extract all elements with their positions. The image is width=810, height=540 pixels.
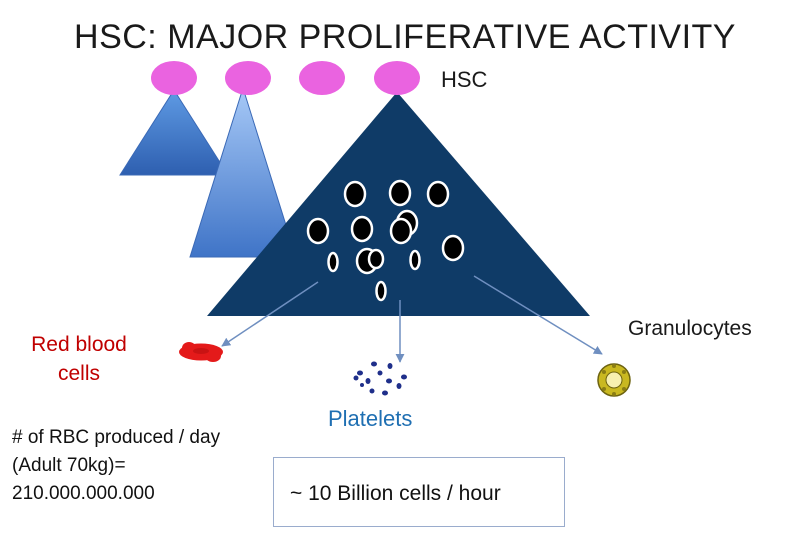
- platelets-label: Platelets: [328, 406, 413, 431]
- granulocytes-label: Granulocytes: [628, 317, 752, 340]
- progenitor-cell: [343, 180, 367, 208]
- arrow-to-rbc: [221, 281, 319, 347]
- rbc-production-text: # of RBC produced / day (Adult 70kg)= 21…: [12, 427, 221, 504]
- progenitor-cell: [441, 234, 465, 262]
- progenitor-cell: [409, 249, 421, 271]
- hsc-label: HSC: [441, 67, 488, 92]
- platelets-icon: [353, 361, 407, 396]
- progenitor-cell: [389, 217, 413, 245]
- progenitor-cell: [306, 217, 330, 245]
- page-title: HSC: MAJOR PROLIFERATIVE ACTIVITY: [74, 18, 736, 56]
- red-blood-cells-label: Red blood cells: [31, 333, 127, 385]
- production-rate-text: ~ 10 Billion cells / hour: [290, 482, 501, 505]
- progenitor-cell: [350, 215, 374, 243]
- lineage-pyramid-back: [119, 89, 229, 176]
- hsc-cell: [225, 61, 271, 95]
- hsc-cell: [299, 61, 345, 95]
- hsc-cell: [374, 61, 420, 95]
- progenitor-cell: [327, 251, 339, 273]
- progenitor-cell: [367, 248, 385, 270]
- granulocyte-icon: [597, 363, 631, 397]
- progenitor-cell: [426, 180, 450, 208]
- hsc-cell: [151, 61, 197, 95]
- progenitor-cell: [388, 179, 412, 207]
- arrow-to-granulocytes: [473, 275, 603, 355]
- lineage-pyramid-front: [189, 86, 297, 258]
- progenitor-cell: [375, 280, 387, 302]
- production-rate-box: [273, 457, 565, 527]
- progenitor-cells: [306, 179, 465, 302]
- red-blood-cell-icon: [179, 342, 223, 362]
